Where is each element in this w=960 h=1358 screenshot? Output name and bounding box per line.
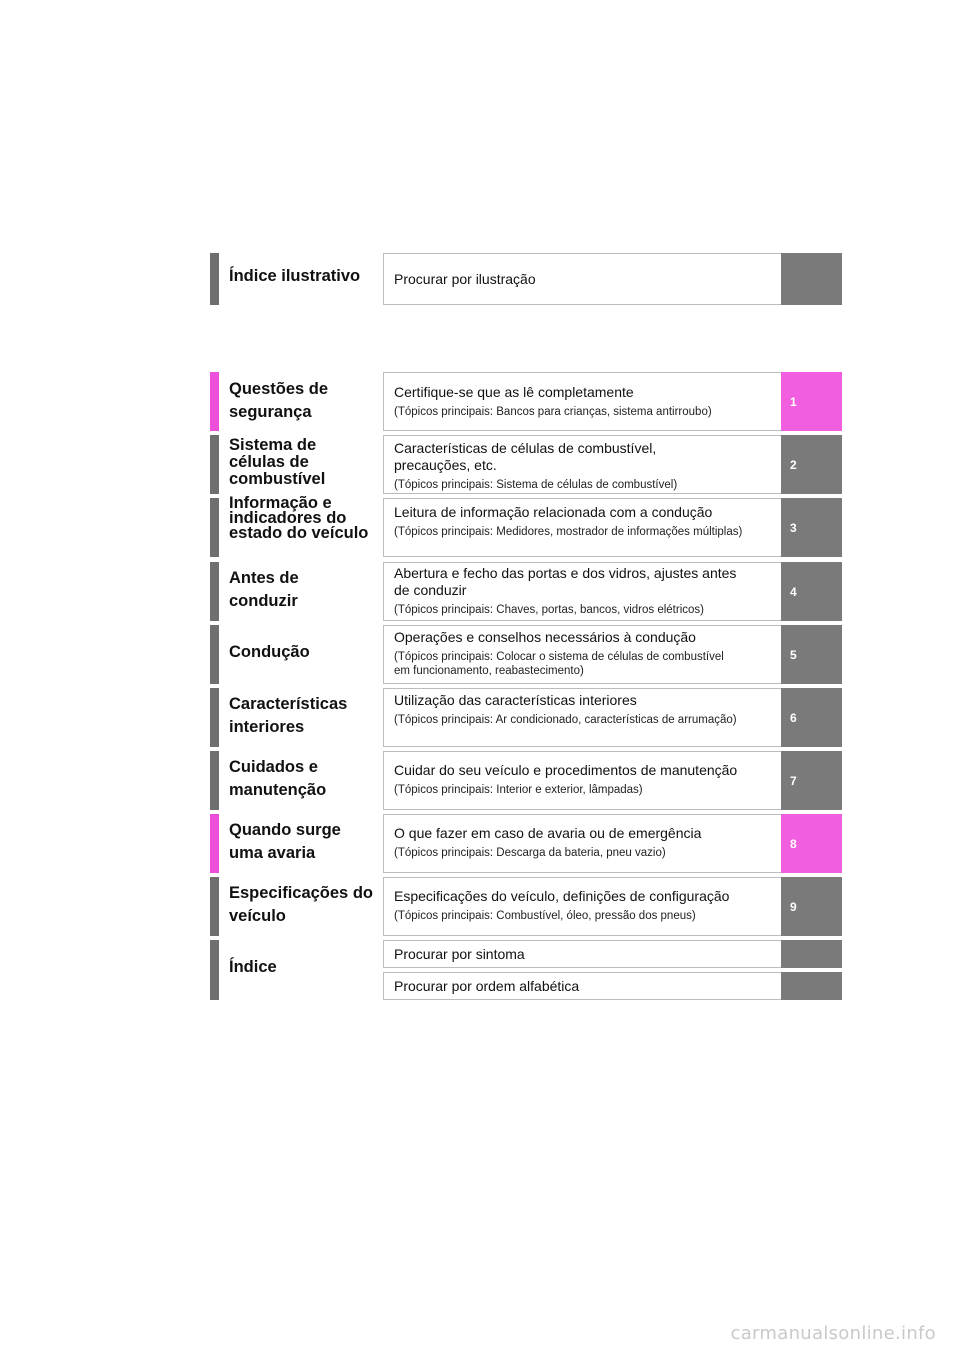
chapter-tab-9[interactable]: 9: [781, 877, 842, 936]
chapter-title: Antes de conduzir: [229, 569, 299, 610]
chapter-topics: (Tópicos principais: Sistema de células …: [394, 479, 678, 491]
chapter-row-3[interactable]: Informação e indicadores do estado do ve…: [210, 494, 842, 557]
chapter-tab-1[interactable]: 1: [781, 372, 842, 431]
chapter-description-box: Abertura e fecho das portas e dos vidros…: [383, 562, 781, 621]
chapter-topics: (Tópicos principais: Chaves, portas, ban…: [394, 604, 704, 616]
chapter-row-5[interactable]: Condução Operações e conselhos necessári…: [210, 625, 842, 684]
index-symptom-link[interactable]: Procurar por sintoma: [383, 940, 781, 968]
chapter-description-box: Operações e conselhos necessários à cond…: [383, 625, 781, 684]
chapter-row-1[interactable]: Questões de segurança Certifique-se que …: [210, 372, 842, 431]
chapter-row-4[interactable]: Antes de conduzir Abertura e fecho das p…: [210, 562, 842, 621]
chapter-title: Condução: [229, 643, 310, 661]
chapter-description: O que fazer em caso de avaria ou de emer…: [394, 825, 702, 841]
chapter-accent-bar: [210, 498, 219, 557]
section-description-box: Procurar por ilustração: [383, 253, 781, 305]
index-alphabetical-label: Procurar por ordem alfabética: [394, 978, 580, 994]
chapter-title: Características interiores: [229, 695, 348, 736]
chapter-tab-2[interactable]: 2: [781, 435, 842, 494]
chapter-description: Utilização das características interiore…: [394, 692, 637, 708]
chapter-topics: (Tópicos principais: Colocar o sistema d…: [394, 651, 724, 677]
index-title: Índice: [229, 958, 277, 976]
chapter-number: 2: [790, 457, 797, 472]
chapter-description-box: Certifique-se que as lê completamente (T…: [383, 372, 781, 431]
chapter-topics: (Tópicos principais: Ar condicionado, ca…: [394, 714, 737, 726]
chapter-row-7[interactable]: Cuidados e manutenção Cuidar do seu veíc…: [210, 751, 842, 810]
chapter-description-box: Cuidar do seu veículo e procedimentos de…: [383, 751, 781, 810]
chapter-accent-bar: [210, 877, 219, 936]
chapter-description: Abertura e fecho das portas e dos vidros…: [394, 565, 737, 598]
chapter-number: 1: [790, 394, 797, 409]
chapter-title: Sistema de células de combustível: [229, 436, 326, 488]
index-accent-bar: [210, 940, 219, 1000]
index-row: Índice Procurar por sintoma Procurar por…: [210, 940, 842, 1000]
chapter-description-box: Leitura de informação relacionada com a …: [383, 498, 781, 557]
chapter-title: Cuidados e manutenção: [229, 758, 327, 799]
section-title: Índice ilustrativo: [229, 267, 361, 285]
chapter-accent-bar: [210, 814, 219, 873]
chapter-description: Operações e conselhos necessários à cond…: [394, 629, 696, 645]
chapter-description: Especificações do veículo, definições de…: [394, 888, 730, 904]
chapter-title: Quando surge uma avaria: [229, 821, 341, 862]
index-alphabetical-link[interactable]: Procurar por ordem alfabética: [383, 972, 781, 1000]
index-alphabetical-tab[interactable]: [781, 972, 842, 1000]
chapter-topics: (Tópicos principais: Bancos para criança…: [394, 406, 712, 418]
chapter-accent-bar: [210, 435, 219, 494]
chapter-number: 4: [790, 584, 797, 599]
chapter-tab-5[interactable]: 5: [781, 625, 842, 684]
chapter-row-6[interactable]: Características interiores Utilização da…: [210, 688, 842, 747]
chapter-tab-4[interactable]: 4: [781, 562, 842, 621]
section-accent-bar: [210, 253, 219, 305]
chapter-number: 6: [790, 710, 797, 725]
watermark: carmanualsonline.info: [730, 1323, 936, 1344]
chapter-title: Informação e indicadores do estado do ve…: [229, 494, 369, 542]
section-tab[interactable]: [781, 253, 842, 305]
chapter-accent-bar: [210, 372, 219, 431]
chapter-accent-bar: [210, 688, 219, 747]
chapter-description: Características de células de combustíve…: [394, 440, 657, 473]
index-symptom-label: Procurar por sintoma: [394, 946, 525, 962]
chapter-number: 9: [790, 899, 797, 914]
chapter-tab-8[interactable]: 8: [781, 814, 842, 873]
chapter-title: Especificações do veículo: [229, 884, 373, 925]
chapter-accent-bar: [210, 625, 219, 684]
chapter-accent-bar: [210, 562, 219, 621]
index-symptom-tab[interactable]: [781, 940, 842, 968]
chapter-row-8[interactable]: Quando surge uma avaria O que fazer em c…: [210, 814, 842, 873]
chapter-topics: (Tópicos principais: Medidores, mostrado…: [394, 526, 743, 538]
chapter-description-box: Utilização das características interiore…: [383, 688, 781, 747]
chapter-row-9[interactable]: Especificações do veículo Especificações…: [210, 877, 842, 936]
chapter-description: Leitura de informação relacionada com a …: [394, 504, 713, 520]
chapter-topics: (Tópicos principais: Interior e exterior…: [394, 784, 643, 796]
chapter-topics: (Tópicos principais: Descarga da bateria…: [394, 847, 666, 859]
chapter-row-2[interactable]: Sistema de células de combustível Caract…: [210, 435, 842, 494]
chapter-description: Cuidar do seu veículo e procedimentos de…: [394, 762, 738, 778]
chapter-description-box: Características de células de combustíve…: [383, 435, 781, 494]
chapter-number: 3: [790, 520, 797, 535]
chapter-title: Questões de segurança: [229, 380, 329, 421]
chapter-accent-bar: [210, 751, 219, 810]
chapter-number: 8: [790, 836, 797, 851]
chapter-tab-6[interactable]: 6: [781, 688, 842, 747]
chapter-description-box: Especificações do veículo, definições de…: [383, 877, 781, 936]
chapter-tab-3[interactable]: 3: [781, 498, 842, 557]
chapter-number: 7: [790, 773, 797, 788]
chapter-tab-7[interactable]: 7: [781, 751, 842, 810]
section-description: Procurar por ilustração: [394, 271, 536, 287]
chapter-topics: (Tópicos principais: Combustível, óleo, …: [394, 910, 696, 922]
chapter-description-box: O que fazer em caso de avaria ou de emer…: [383, 814, 781, 873]
illustrated-index-row[interactable]: Índice ilustrativo Procurar por ilustraç…: [210, 253, 842, 305]
chapter-number: 5: [790, 647, 797, 662]
chapter-description: Certifique-se que as lê completamente: [394, 384, 634, 400]
